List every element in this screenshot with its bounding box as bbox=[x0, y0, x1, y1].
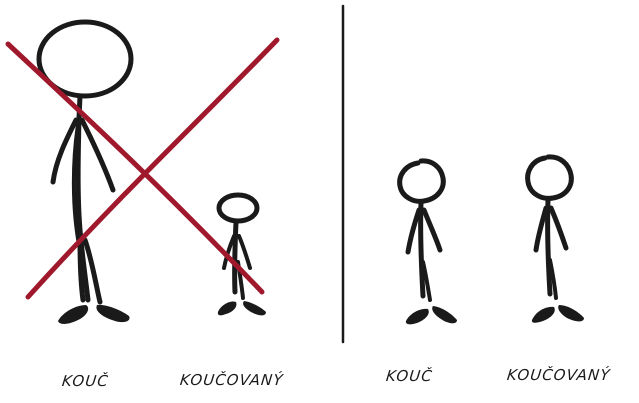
head bbox=[400, 161, 444, 201]
figure-large-coach bbox=[39, 22, 131, 302]
label-coach-right: KOUČ bbox=[385, 367, 434, 385]
figure-large-feet bbox=[58, 305, 130, 324]
left-foot bbox=[532, 307, 555, 323]
torso bbox=[235, 222, 236, 292]
figure-equal-coachee-feet bbox=[532, 305, 584, 323]
torso bbox=[421, 203, 423, 296]
figure-equal-coach-feet bbox=[406, 306, 457, 324]
figure-equal-coach bbox=[400, 161, 444, 300]
right-foot bbox=[96, 305, 129, 322]
right-arm bbox=[239, 236, 250, 268]
right-foot bbox=[432, 306, 457, 323]
head bbox=[219, 195, 257, 221]
figure-equal-coachee bbox=[528, 157, 572, 298]
left-foot bbox=[406, 309, 429, 324]
right-foot bbox=[243, 301, 266, 315]
right-arm bbox=[551, 208, 566, 248]
label-coachee-left: KOUČOVANÝ bbox=[179, 371, 284, 389]
label-coach-left: KOUČ bbox=[61, 372, 110, 390]
cross-stroke-2 bbox=[28, 40, 277, 297]
head bbox=[528, 157, 572, 198]
cross-stroke-1 bbox=[8, 44, 262, 292]
left-foot bbox=[218, 302, 237, 316]
label-coachee-right: KOUČOVANÝ bbox=[506, 366, 611, 384]
left-arm bbox=[408, 210, 419, 252]
torso bbox=[548, 200, 550, 294]
figure-small-feet bbox=[218, 301, 266, 315]
right-foot bbox=[558, 305, 584, 321]
left-foot bbox=[58, 305, 88, 324]
right-arm bbox=[424, 210, 440, 250]
left-arm bbox=[536, 208, 546, 250]
